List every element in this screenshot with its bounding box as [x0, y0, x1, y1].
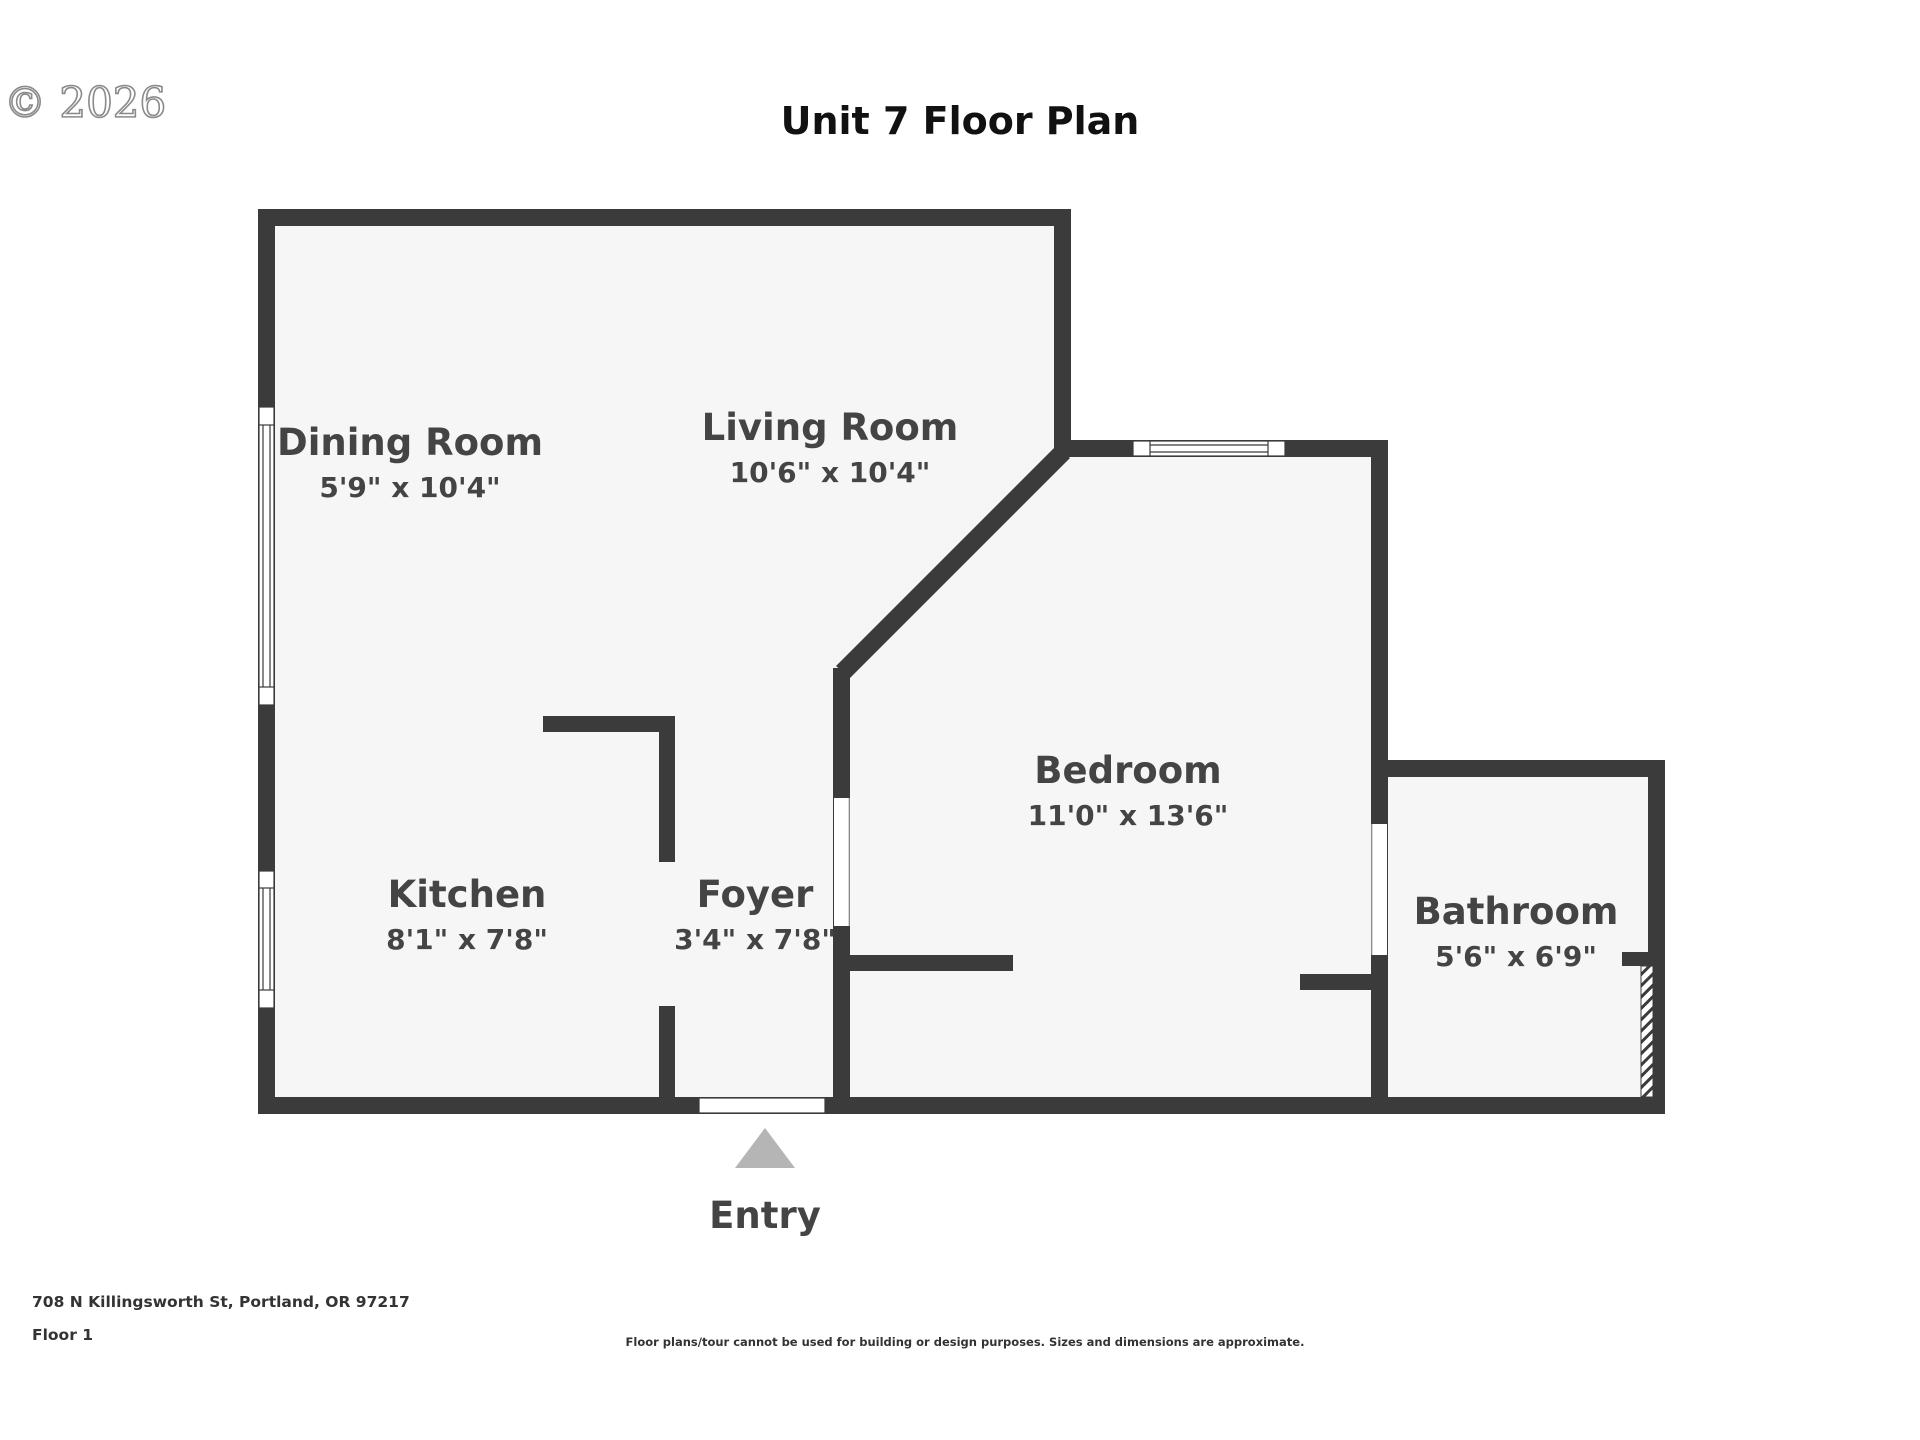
room-dims-living: 10'6" x 10'4" [730, 456, 931, 489]
room-dims-dining: 5'9" x 10'4" [319, 471, 500, 504]
wall-bathroom-closet-top [1622, 952, 1654, 966]
wall-bottom [258, 1097, 1665, 1114]
room-name-foyer: Foyer [697, 873, 814, 916]
wall-kitchen-right-upper [659, 716, 675, 862]
wall-kitchen-right-lower [659, 1006, 675, 1114]
room-name-bedroom: Bedroom [1034, 749, 1221, 792]
doorway-foyer-bedroom[interactable] [834, 798, 849, 926]
wall-living-right [1054, 209, 1071, 457]
bathroom-floor [1388, 775, 1656, 1100]
room-name-dining: Dining Room [277, 421, 543, 464]
room-labels: Dining Room 5'9" x 10'4" Living Room 10'… [277, 406, 1618, 973]
footer-address: 708 N Killingsworth St, Portland, OR 972… [32, 1293, 410, 1311]
room-dims-bedroom: 11'0" x 13'6" [1028, 799, 1229, 832]
window-bedroom [1132, 440, 1286, 457]
footer-floor: Floor 1 [32, 1326, 93, 1344]
entry-label: Entry [709, 1194, 821, 1237]
wall-diagonal [836, 446, 1070, 678]
window-bedroom-jamb-right [1267, 440, 1286, 457]
wall-bathroom-top [1371, 760, 1665, 777]
window-kitchen-jamb-top [258, 870, 275, 889]
room-name-bathroom: Bathroom [1414, 890, 1619, 933]
page-title: Unit 7 Floor Plan [781, 99, 1140, 143]
window-dining-jamb-top [258, 406, 275, 426]
window-dining [258, 406, 275, 706]
closet-hatch [1640, 965, 1654, 1098]
bedroom-floor [849, 455, 1380, 1100]
room-dims-kitchen: 8'1" x 7'8" [386, 923, 548, 956]
main-living-area-floor [275, 225, 1060, 1100]
doorway-bedroom-bathroom[interactable] [1372, 824, 1387, 955]
room-name-living: Living Room [702, 406, 959, 449]
room-dims-foyer: 3'4" x 7'8" [674, 923, 836, 956]
footer-disclaimer: Floor plans/tour cannot be used for buil… [626, 1335, 1305, 1349]
window-kitchen [258, 870, 275, 1009]
entry-door[interactable] [698, 1097, 826, 1114]
wall-bedroom-stub-right [1300, 974, 1372, 990]
wall-kitchen-top [543, 716, 675, 732]
floor-fills [275, 225, 1656, 1100]
copyright-watermark: © 2026 [4, 78, 166, 127]
window-bedroom-jamb-left [1132, 440, 1151, 457]
room-dims-bathroom: 5'6" x 6'9" [1435, 940, 1597, 973]
entry-arrow-icon [735, 1128, 795, 1168]
wall-top-main [258, 209, 1071, 226]
room-name-kitchen: Kitchen [388, 873, 547, 916]
wall-bedroom-stub-left [850, 955, 1013, 971]
window-dining-jamb-bottom [258, 686, 275, 706]
window-kitchen-jamb-bottom [258, 989, 275, 1009]
openings [258, 406, 1387, 1114]
